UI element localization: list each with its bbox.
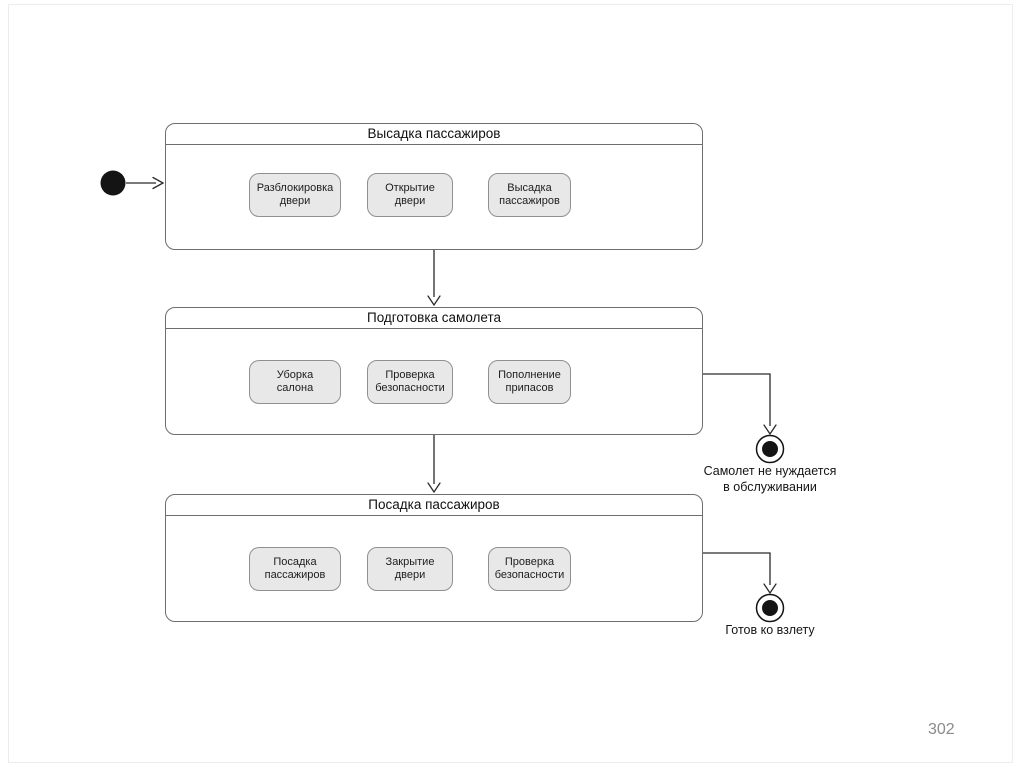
transition-arrow-no-maintenance [703,373,785,464]
composite-title: Подготовка самолета [166,308,702,329]
final-state-label-no-maintenance: Самолет не нуждается в обслуживании [670,463,870,495]
state-node: Закрытие двери [367,547,453,591]
state-label: Пополнение [498,368,561,381]
annotation-line: Готов ко взлету [725,623,815,637]
composite-title: Высадка пассажиров [166,124,702,145]
state-node: Пополнение припасов [488,360,571,404]
state-label: Проверка [385,368,435,381]
state-label: Закрытие [385,555,435,568]
transition-arrow-2-3 [427,435,441,494]
final-state-label-ready-takeoff: Готов ко взлету [680,622,860,638]
state-label: Посадка [273,555,317,568]
state-node: Открытие двери [367,173,453,217]
state-label: двери [394,569,426,581]
transition-arrow-ready-takeoff [703,552,785,623]
annotation-line: Самолет не нуждается [703,464,837,478]
state-label: Разблокировка [256,181,334,194]
initial-state-icon [100,170,165,196]
composite-state-preparation: Подготовка самолета Уборка салона Провер… [165,307,703,435]
state-node: Посадка пассажиров [249,547,341,591]
page-number: 302 [928,721,955,738]
state-label: безопасности [494,569,565,581]
composite-state-disembark: Высадка пассажиров Разблокировка двери О… [165,123,703,250]
state-label: припасов [505,382,554,394]
state-label: Высадка [507,181,552,194]
state-node: Уборка салона [249,360,341,404]
state-label: двери [394,195,426,207]
composite-state-boarding: Посадка пассажиров Посадка пассажиров За… [165,494,703,622]
state-label: двери [279,195,311,207]
state-label: Уборка [276,368,314,381]
transition-arrow-1-2 [427,250,441,307]
composite-title: Посадка пассажиров [166,495,702,516]
annotation-line: в обслуживании [723,480,817,494]
state-node: Разблокировка двери [249,173,341,217]
state-label: безопасности [375,382,445,394]
state-label: салона [276,382,314,394]
state-label: Открытие [385,181,435,194]
state-node: Высадка пассажиров [488,173,571,217]
state-label: пассажиров [499,195,560,207]
state-label: пассажиров [264,569,326,581]
state-node: Проверка безопасности [367,360,453,404]
state-node: Проверка безопасности [488,547,571,591]
state-label: Проверка [504,555,555,568]
